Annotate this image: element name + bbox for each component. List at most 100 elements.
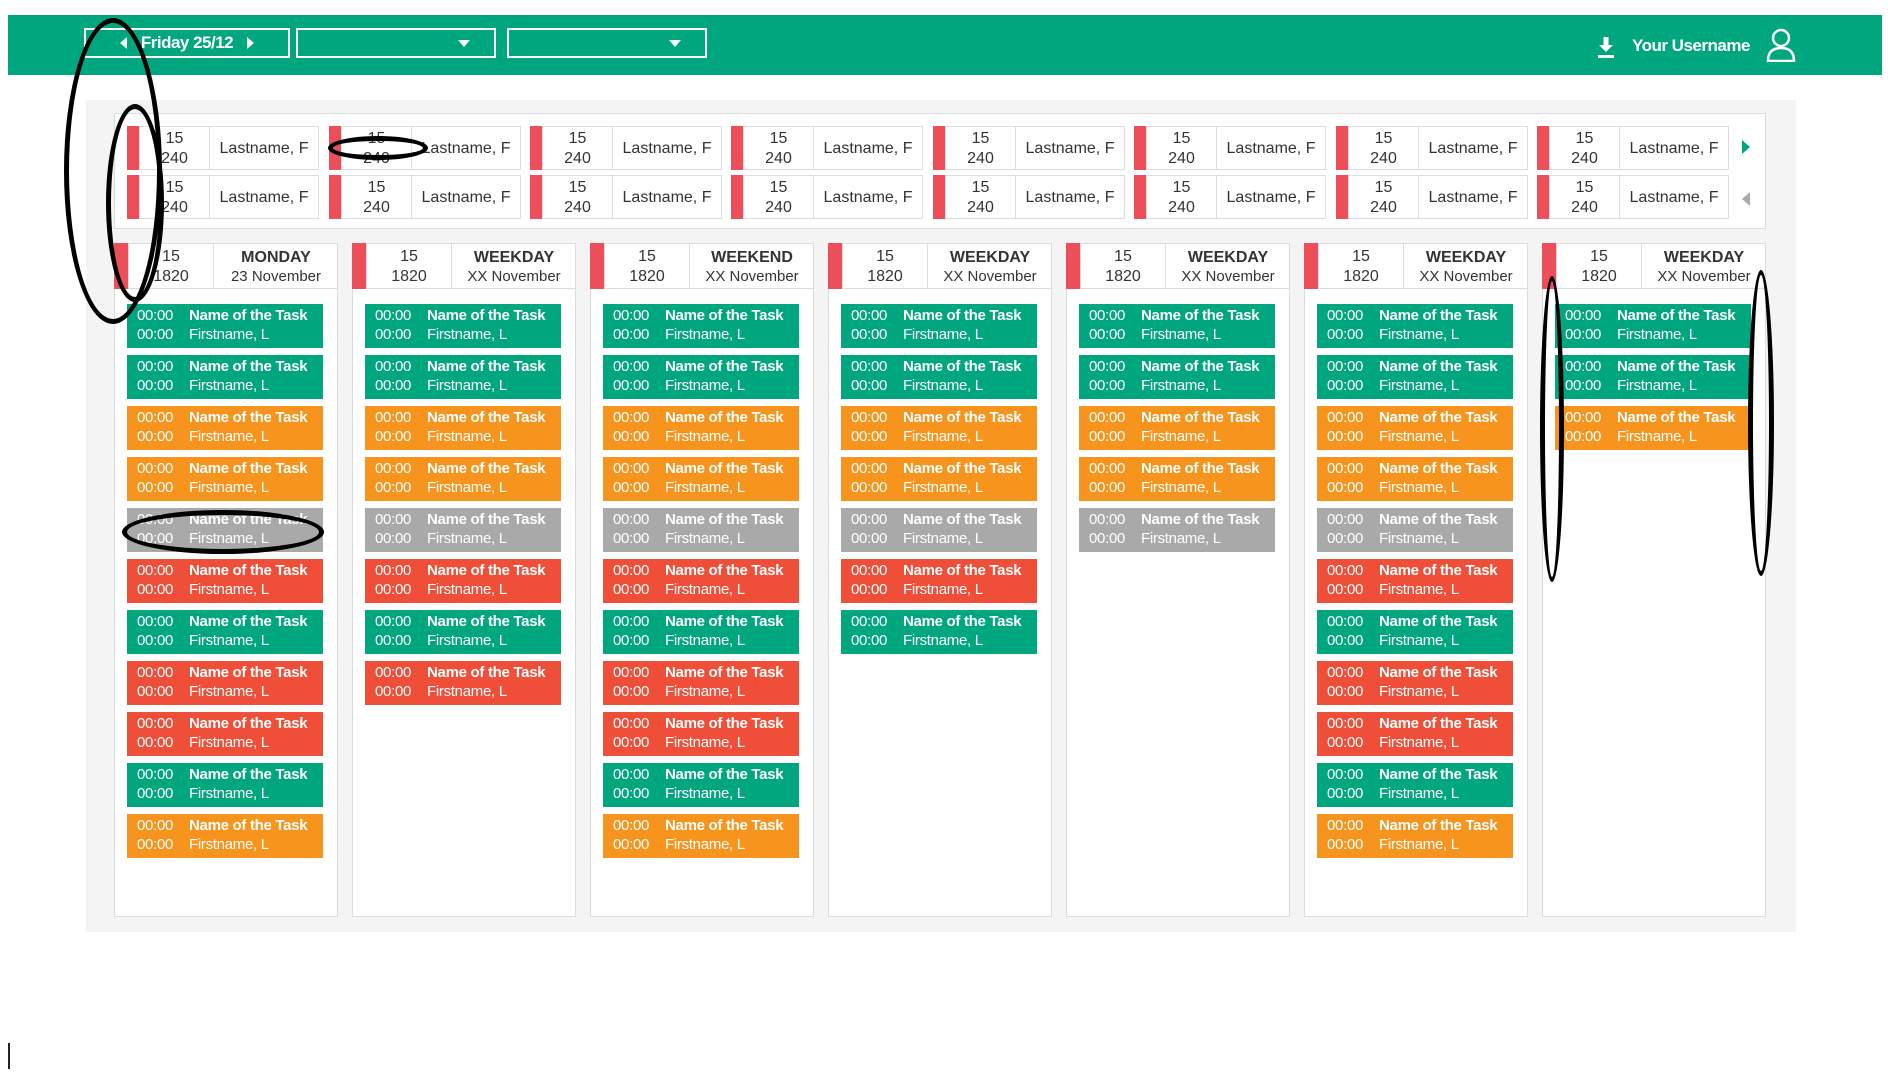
filter-dropdown-2[interactable]: [507, 28, 707, 58]
task-start-time: 00:00: [137, 409, 174, 426]
date-selector[interactable]: Friday 25/12: [84, 28, 290, 58]
staff-next-icon[interactable]: [1742, 140, 1750, 154]
task-start-time: 00:00: [613, 715, 650, 732]
filter-dropdown-1[interactable]: [296, 28, 496, 58]
status-marker: [1304, 243, 1318, 289]
task-person: Firstname, L: [1379, 530, 1459, 547]
download-icon[interactable]: [1596, 37, 1616, 59]
username-label[interactable]: Your Username: [1632, 36, 1750, 55]
task-end-time: 00:00: [1565, 326, 1602, 343]
status-marker: [352, 243, 366, 289]
day-num-bottom: 1820: [391, 268, 427, 285]
task-person: Firstname, L: [1379, 734, 1459, 751]
user-icon[interactable]: [1766, 28, 1796, 62]
task-name: Name of the Task: [903, 307, 1022, 324]
next-day-icon[interactable]: [247, 37, 255, 49]
staff-prev-icon[interactable]: [1742, 192, 1750, 206]
task-end-time: 00:00: [375, 581, 412, 598]
task-start-time: 00:00: [137, 613, 174, 630]
staff-name: Lastname, F: [1419, 126, 1528, 170]
prev-day-icon[interactable]: [119, 37, 127, 49]
staff-name: Lastname, F: [613, 175, 722, 219]
day-num-bottom: 1820: [629, 268, 665, 285]
task-end-time: 00:00: [851, 377, 888, 394]
